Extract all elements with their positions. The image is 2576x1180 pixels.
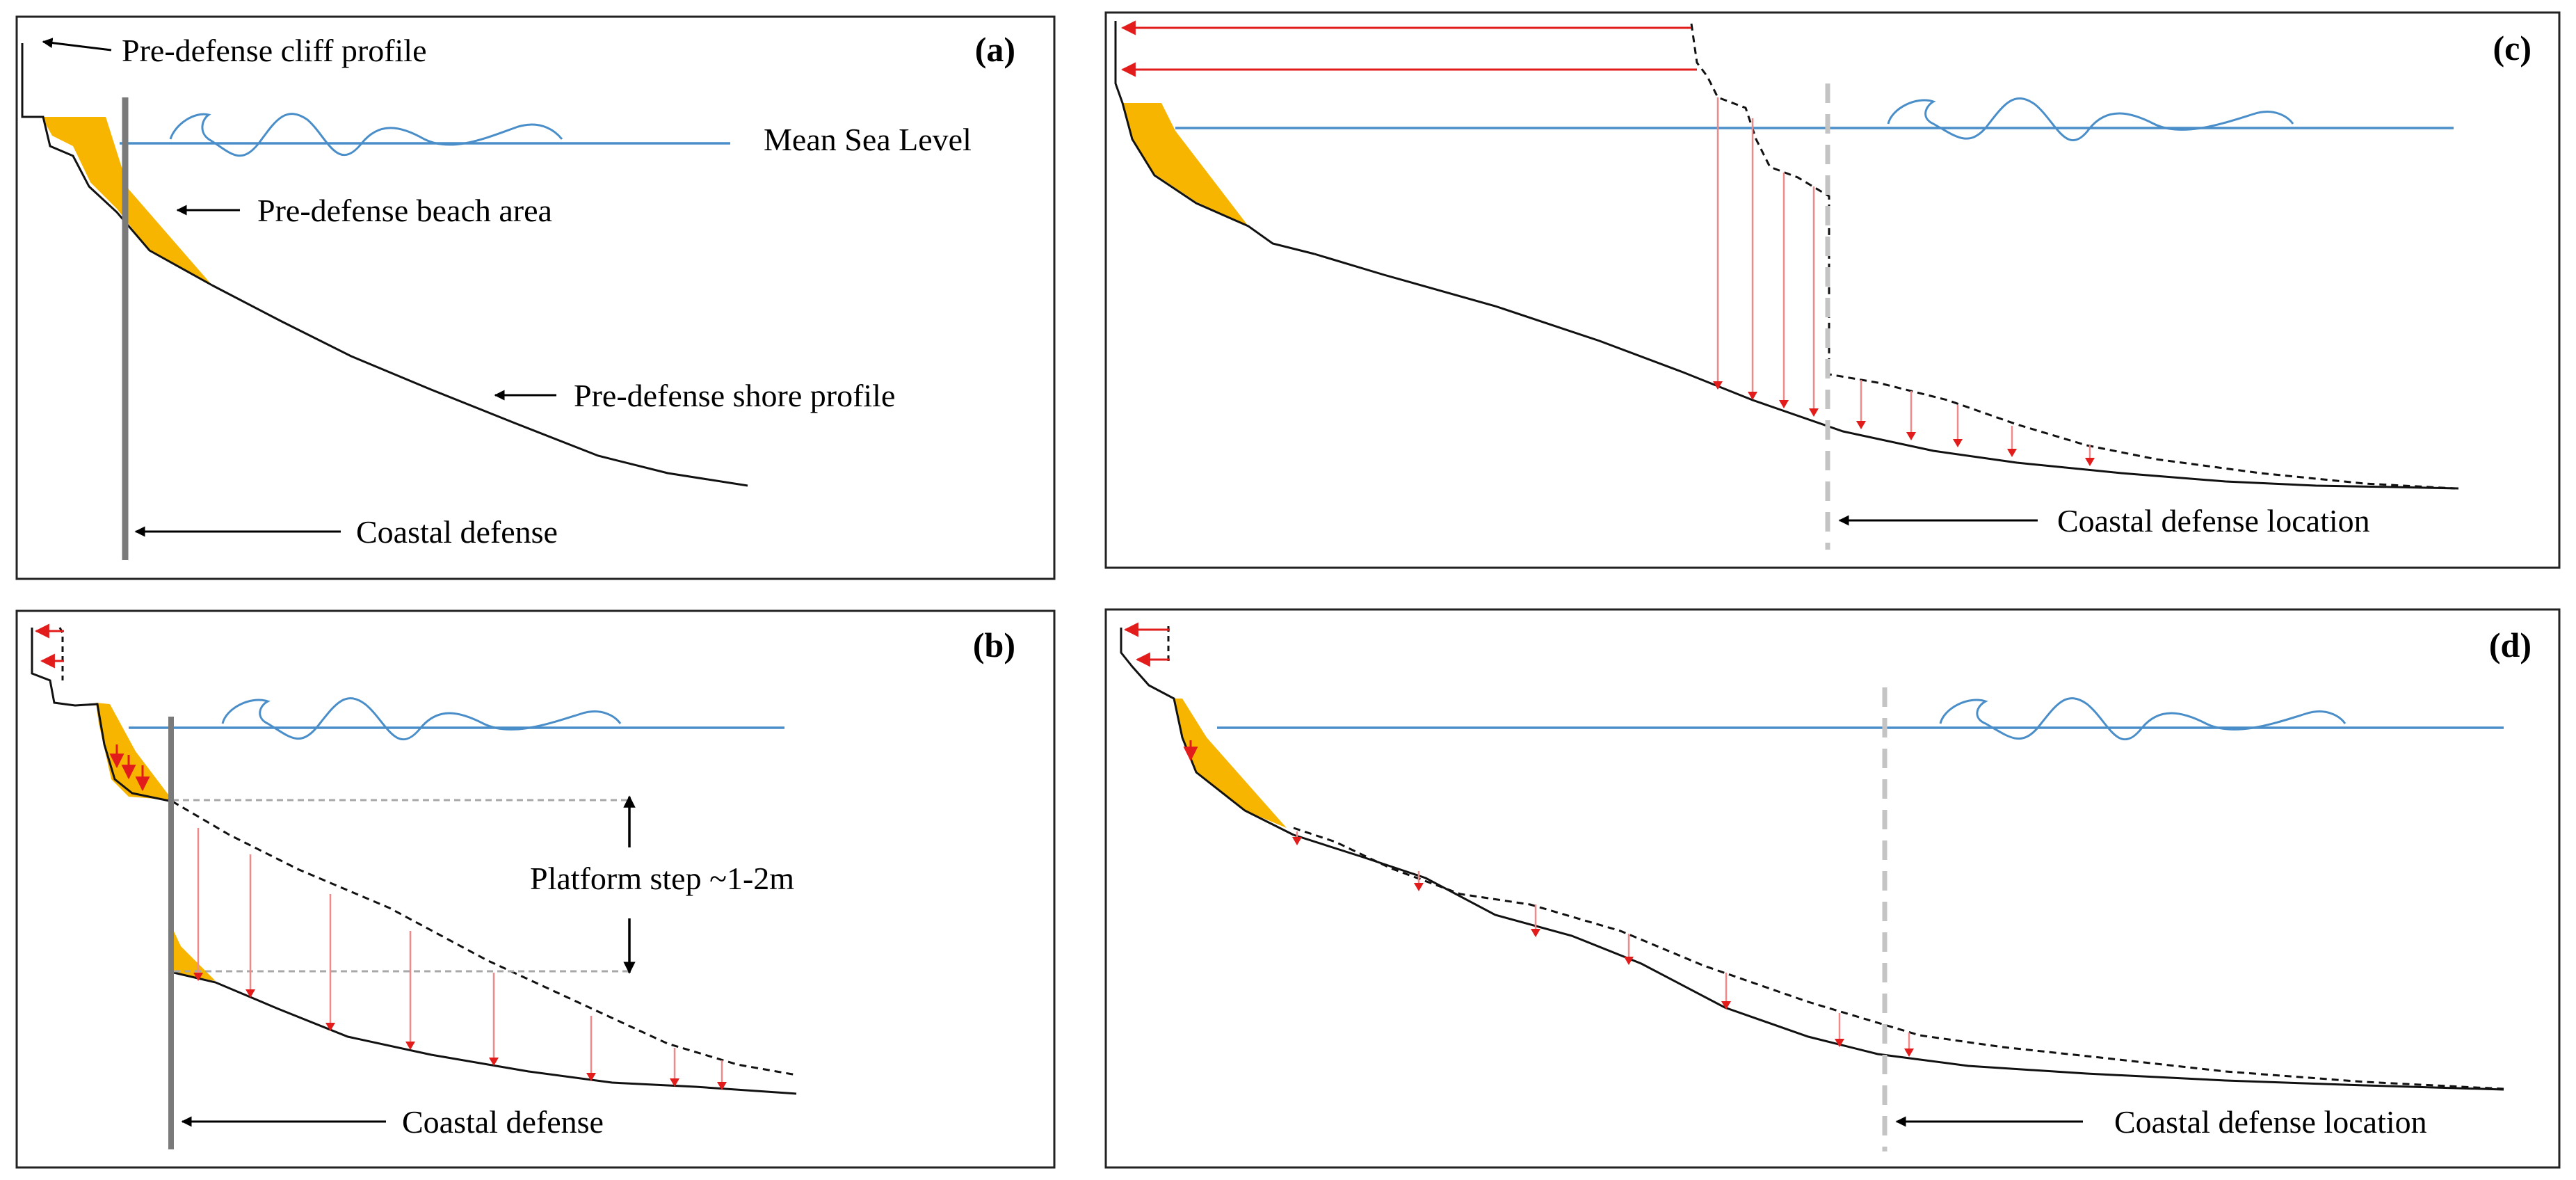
coastal-defense-location-label: Coastal defense location: [2114, 1104, 2427, 1140]
shore-profile-label: Pre-defense shore profile: [574, 378, 895, 413]
coastal-defense-label: Coastal defense: [356, 514, 558, 550]
shore-erosion-arrows: [193, 828, 727, 1090]
cliff-profile-pointer: [42, 38, 112, 51]
panel-b: (b) Platform step ~1-2m: [15, 609, 1056, 1169]
wave: [1887, 97, 2294, 141]
beach-erosion-arrows: [109, 744, 150, 792]
panel-c-letter: (c): [2493, 29, 2532, 67]
shore-erosion-arrows: [1713, 97, 2095, 466]
pre-defense-beach-area: [1122, 103, 1248, 226]
panel-d: (d): [1104, 608, 2561, 1169]
cliff-profile: [1120, 628, 1294, 836]
panel-a-letter: (a): [975, 30, 1015, 69]
pre-defense-cliff-dashed: [58, 627, 64, 680]
pre-defense-profile-dashed: [1690, 23, 2456, 490]
panel-d-letter: (d): [2489, 625, 2531, 664]
wave: [221, 697, 622, 741]
cliff-profile: [1114, 21, 1315, 255]
platform-step-label: Platform step ~1-2m: [530, 861, 794, 896]
remaining-beach-upper: [96, 703, 172, 800]
coastal-defense-label: Coastal defense: [402, 1104, 604, 1140]
panel-a-frame: [15, 15, 1056, 580]
post-defense-shore-profile: [1293, 834, 2504, 1091]
remaining-beach-area: [1174, 699, 1287, 828]
beach-area-label: Pre-defense beach area: [257, 193, 552, 228]
pre-defense-shore-profile: [172, 800, 797, 1076]
cliff-profile: [21, 43, 213, 287]
pre-defense-shore-profile: [1293, 827, 2504, 1090]
mean-sea-level-label: Mean Sea Level: [764, 122, 972, 157]
post-defense-shore-profile: [173, 971, 797, 1095]
panel-d-frame: [1104, 608, 2561, 1169]
wave: [169, 113, 563, 157]
cliff-profile: [31, 628, 173, 803]
panel-c-frame: [1104, 11, 2561, 569]
shore-erosion-arrows: [1183, 740, 1914, 1057]
cliff-profile-label: Pre-defense cliff profile: [122, 33, 427, 68]
panel-a: (a) Pre-defense cliff profile Mean Sea L…: [15, 15, 1056, 580]
pre-defense-shore-profile: [211, 284, 748, 487]
shore-profile: [1314, 253, 2459, 490]
panel-b-letter: (b): [973, 625, 1015, 664]
remaining-beach-lower: [171, 925, 216, 981]
panel-b-frame: [15, 609, 1056, 1169]
panel-c: (c): [1104, 11, 2561, 569]
wave: [1939, 697, 2346, 741]
coastal-defense-location-label: Coastal defense location: [2057, 503, 2370, 539]
